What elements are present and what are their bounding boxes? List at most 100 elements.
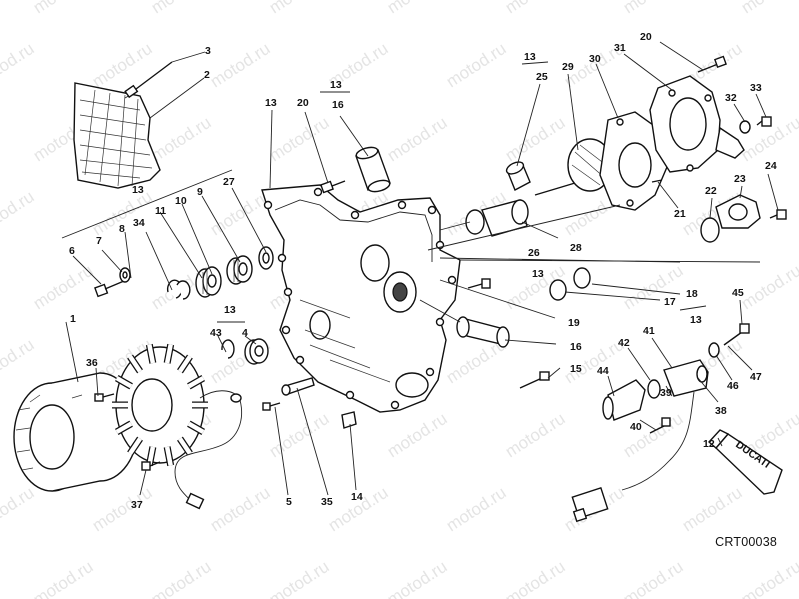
watermark-text: motod.ru <box>502 409 569 461</box>
stator-tooth <box>147 344 156 364</box>
part-label-11: 11 <box>155 205 166 217</box>
part-label-13: 13 <box>224 304 236 316</box>
part-label-43: 43 <box>210 327 222 339</box>
cover-bolt-boss <box>313 187 323 197</box>
watermark-text: motod.ru <box>620 261 687 313</box>
bolt-part <box>94 280 125 298</box>
seal-ring-part <box>258 246 274 270</box>
dowel-part <box>549 267 591 301</box>
stator-tooth <box>164 446 173 466</box>
watermark-text: motod.ru <box>384 409 451 461</box>
cover-bolt-boss <box>263 200 273 210</box>
watermark-text: motod.ru <box>502 557 569 599</box>
part-label-39: 39 <box>660 387 672 399</box>
stator-tooth <box>115 421 133 434</box>
part-label-14: 14 <box>351 491 363 503</box>
bolt-part <box>262 402 281 411</box>
watermark-text: motod.ru <box>620 557 687 599</box>
screw-part <box>124 61 173 99</box>
stator-tooth <box>187 421 205 434</box>
part-label-7: 7 <box>96 235 102 247</box>
part-label-13: 13 <box>524 51 536 63</box>
watermark-text: motod.ru <box>30 0 97 17</box>
part-label-20: 20 <box>297 97 309 109</box>
part-label-38: 38 <box>715 405 727 417</box>
part-label-23: 23 <box>734 173 746 185</box>
watermark-text: motod.ru <box>0 187 37 239</box>
part-label-2: 2 <box>204 69 210 81</box>
part-number-labels: 3 2 13 6 7 8 34 11 10 9 27 13 43 4 1 36 … <box>69 31 777 511</box>
stator-tooth <box>178 355 192 373</box>
dowel-part <box>341 411 357 429</box>
part-label-34: 34 <box>133 217 145 229</box>
bolt-part <box>519 371 550 389</box>
bolt-part <box>697 55 727 73</box>
pin-part <box>651 179 663 183</box>
part-label-45: 45 <box>732 287 744 299</box>
part-label-22: 22 <box>705 185 717 197</box>
part-label-46: 46 <box>727 380 739 392</box>
elbow-fitting-part <box>700 194 761 243</box>
part-label-12: 12 <box>703 438 715 450</box>
sensor-body-part <box>602 379 646 421</box>
impeller-shaft-part <box>534 138 613 196</box>
stator-tooth <box>187 376 205 389</box>
part-label-21: 21 <box>674 208 686 220</box>
group-bracket-line <box>61 169 233 239</box>
cover-bolt-boss <box>447 275 457 285</box>
screw-part <box>94 393 115 402</box>
watermark-text: motod.ru <box>738 261 799 313</box>
cover-bolt-boss <box>295 355 305 365</box>
cover-bolt-boss <box>350 210 360 220</box>
watermark-text: motod.ru <box>620 0 687 17</box>
part-label-3: 3 <box>205 45 211 57</box>
sensor-part <box>571 359 709 523</box>
watermark-text: motod.ru <box>384 0 451 17</box>
part-label-47: 47 <box>750 371 762 383</box>
part-label-40: 40 <box>630 421 642 433</box>
watermark-text: motod.ru <box>384 557 451 599</box>
watermark-text: motod.ru <box>266 113 333 165</box>
part-label-27: 27 <box>223 176 235 188</box>
cover-bolt-boss <box>435 317 445 327</box>
part-label-10: 10 <box>175 195 187 207</box>
pump-housing-part <box>599 111 671 211</box>
cover-bolt-boss <box>397 200 407 210</box>
cover-plate-part <box>73 82 161 189</box>
part-label-8: 8 <box>119 223 125 235</box>
watermark-text: motod.ru <box>620 409 687 461</box>
oring-part <box>647 379 661 399</box>
sleeve-part <box>456 316 510 348</box>
part-label-4: 4 <box>242 327 248 339</box>
bolt-part <box>723 323 750 346</box>
washer-part <box>739 116 772 134</box>
part-label-35: 35 <box>321 496 333 508</box>
pump-cover-part <box>649 75 745 173</box>
seal-part <box>465 199 529 237</box>
watermark-text: motod.ru <box>207 39 274 91</box>
bolt-part <box>320 180 346 194</box>
watermark-text: motod.ru <box>89 483 156 535</box>
part-label-16: 16 <box>570 341 582 353</box>
part-label-37: 37 <box>131 499 143 511</box>
watermark-text: motod.ru <box>266 557 333 599</box>
part-label-30: 30 <box>589 53 601 65</box>
part-label-16: 16 <box>332 99 344 111</box>
watermark-text: motod.ru <box>89 39 156 91</box>
cover-bolt-boss <box>390 400 400 410</box>
watermark-text: motod.ru <box>738 557 799 599</box>
washer-part <box>708 342 720 358</box>
watermark-text: motod.ru <box>443 483 510 535</box>
watermark-text: motod.ru <box>266 0 333 17</box>
drawing-reference-code: CRT00038 <box>715 535 777 549</box>
circlip-part <box>166 279 191 300</box>
watermark-text: motod.ru <box>502 113 569 165</box>
watermark-text: motod.ru <box>30 557 97 599</box>
part-label-36: 36 <box>86 357 98 369</box>
stator-tooth <box>164 344 173 364</box>
cover-bolt-boss <box>283 287 293 297</box>
watermark-text: motod.ru <box>384 113 451 165</box>
stator-part <box>112 343 208 467</box>
bushing-part <box>505 161 531 191</box>
